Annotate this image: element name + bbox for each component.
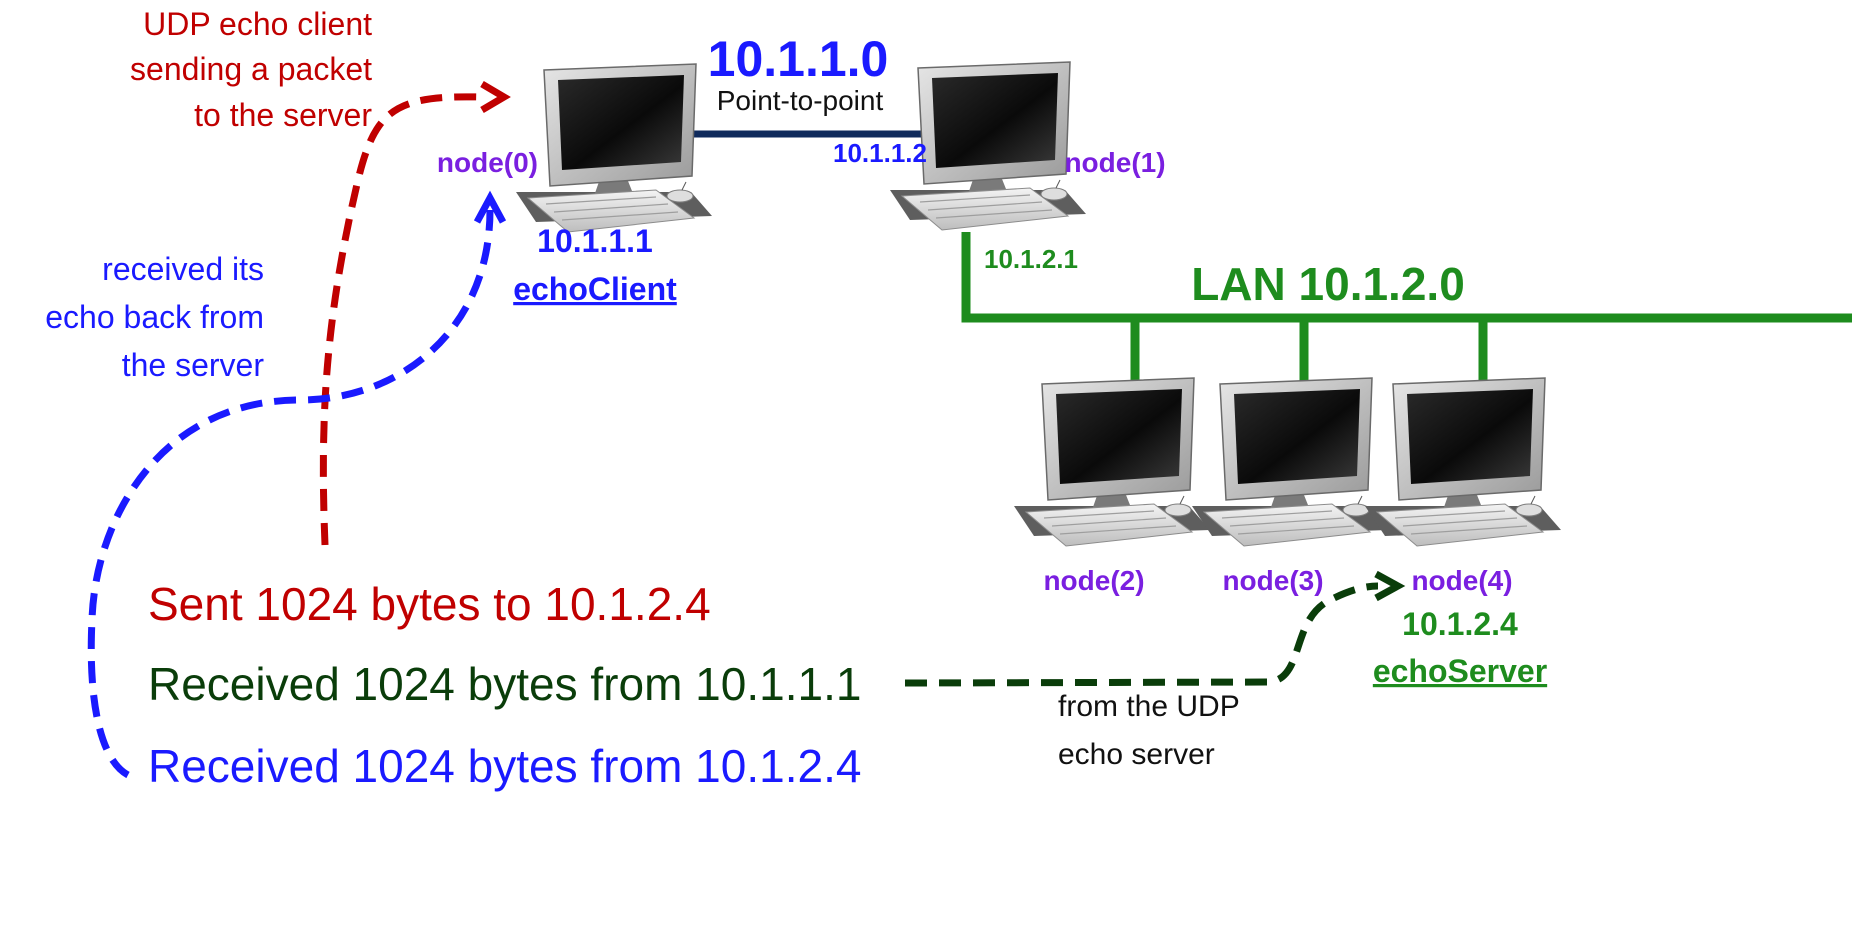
client-send-arrowhead bbox=[480, 80, 511, 114]
lan-network-label: LAN 10.1.2.0 bbox=[1191, 258, 1465, 310]
client-sending-line1: UDP echo client bbox=[143, 6, 372, 42]
from-server-line2: echo server bbox=[1058, 738, 1215, 771]
server-receive-arrowhead bbox=[1374, 570, 1406, 602]
node1-lan-ip: 10.1.2.1 bbox=[984, 244, 1078, 274]
client-received-line2: echo back from bbox=[45, 299, 264, 335]
client-received-line3: the server bbox=[122, 347, 265, 383]
from-server-line1: from the UDP bbox=[1058, 690, 1240, 723]
node0-computer-icon bbox=[515, 63, 713, 233]
log-sent: Sent 1024 bytes to 10.1.2.4 bbox=[148, 578, 711, 630]
node0-role: echoClient bbox=[513, 271, 677, 307]
client-sending-line3: to the server bbox=[194, 97, 372, 133]
node2-computer-icon bbox=[1013, 377, 1211, 547]
node3-computer-icon bbox=[1191, 377, 1389, 547]
client-receive-arrow bbox=[87, 209, 494, 779]
p2p-network-label: Point-to-point bbox=[717, 85, 884, 116]
log-received-server: Received 1024 bytes from 10.1.1.1 bbox=[148, 658, 861, 710]
p2p-network-address: 10.1.1.0 bbox=[708, 31, 889, 87]
lan-drop-node1 bbox=[961, 232, 1852, 323]
node0-label: node(0) bbox=[437, 147, 538, 178]
node4-label: node(4) bbox=[1411, 565, 1512, 596]
node1-p2p-ip: 10.1.1.2 bbox=[833, 138, 927, 168]
client-receive-arrowhead bbox=[473, 190, 507, 224]
node1-label: node(1) bbox=[1064, 147, 1165, 178]
server-receive-arrow bbox=[904, 582, 1379, 687]
client-received-line1: received its bbox=[102, 251, 264, 287]
node0-ip: 10.1.1.1 bbox=[537, 223, 653, 259]
node3-label: node(3) bbox=[1222, 565, 1323, 596]
client-send-arrow bbox=[319, 93, 481, 546]
node2-label: node(2) bbox=[1043, 565, 1144, 596]
log-received-client: Received 1024 bytes from 10.1.2.4 bbox=[148, 740, 861, 792]
node4-role: echoServer bbox=[1373, 653, 1547, 689]
node4-ip: 10.1.2.4 bbox=[1402, 606, 1518, 642]
node4-computer-icon bbox=[1364, 377, 1562, 547]
client-sending-line2: sending a packet bbox=[130, 51, 372, 87]
